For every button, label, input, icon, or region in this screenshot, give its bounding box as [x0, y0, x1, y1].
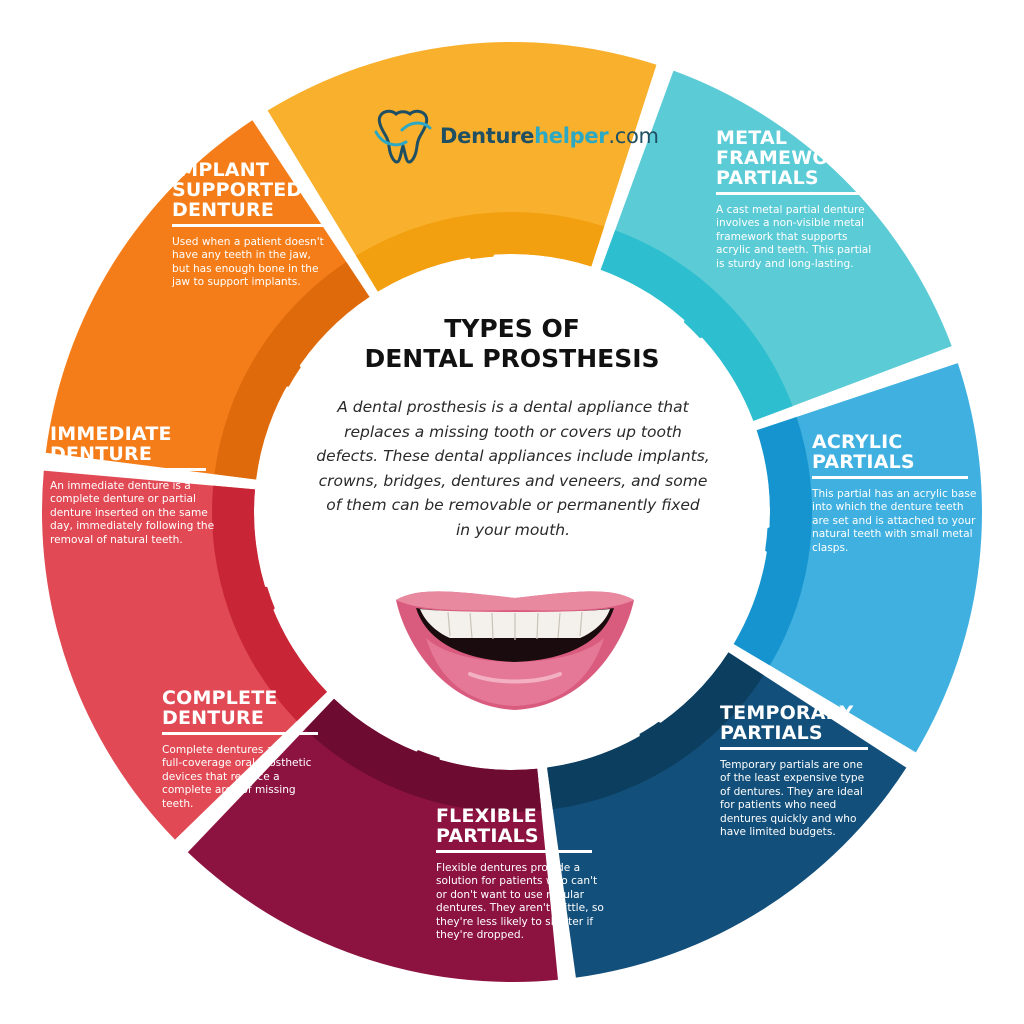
- segment-acrylic: ACRYLIC PARTIALS This partial has an acr…: [812, 432, 982, 555]
- logo-text-part1: Denture: [440, 124, 535, 148]
- segment-divider: [50, 468, 206, 471]
- segment-title: METAL FRAMEWORK PARTIALS: [716, 127, 859, 189]
- segment-description: A cast metal partial denture involves a …: [716, 204, 872, 270]
- page-title: TYPES OF DENTAL PROSTHESIS: [364, 314, 660, 373]
- segment-title: FLEXIBLE PARTIALS: [436, 805, 539, 847]
- segment-description: This partial has an acrylic base into wh…: [812, 488, 977, 554]
- logo-text-part2: helper: [534, 124, 609, 148]
- segment-title: ACRYLIC PARTIALS: [812, 431, 915, 473]
- segment-flexible: FLEXIBLE PARTIALS Flexible dentures prov…: [436, 806, 616, 942]
- wheel-band-acrylic: [733, 416, 813, 666]
- segment-divider: [720, 747, 868, 750]
- segment-description: Flexible dentures provide a solution for…: [436, 862, 604, 942]
- segment-divider: [716, 192, 872, 195]
- intro-description: A dental prosthesis is a dental applianc…: [316, 398, 710, 539]
- segment-description: Temporary partials are one of the least …: [720, 759, 865, 839]
- tooth-logo-icon: [374, 109, 432, 164]
- smiling-mouth-icon: [396, 591, 634, 710]
- wheel-sector-metal-framework: [600, 70, 952, 421]
- logo-wordmark: Denturehelper.com: [440, 124, 659, 148]
- segment-implant: IMPLANT SUPPORTED DENTURE Used when a pa…: [172, 160, 342, 290]
- segment-divider: [812, 476, 968, 479]
- segment-title: IMPLANT SUPPORTED DENTURE: [172, 159, 303, 221]
- segment-title: TEMPORARY PARTIALS: [720, 702, 854, 744]
- wheel-band-implant: [356, 212, 605, 292]
- segment-description: An immediate denture is a complete dentu…: [50, 480, 215, 546]
- logo: Denturehelper.com: [372, 106, 659, 166]
- segment-description: Used when a patient doesn't have any tee…: [172, 236, 324, 289]
- logo-text-part3: .com: [608, 124, 659, 148]
- center-circle: [256, 256, 768, 768]
- segment-temporary: TEMPORARY PARTIALS Temporary partials ar…: [720, 703, 880, 839]
- segment-title: IMMEDIATE DENTURE: [50, 423, 172, 465]
- wheel-sector-immediate: [45, 120, 370, 480]
- segment-description: Complete dentures are full-coverage oral…: [162, 744, 312, 810]
- segment-complete: COMPLETE DENTURE Complete dentures are f…: [162, 688, 332, 811]
- segment-title: COMPLETE DENTURE: [162, 687, 278, 729]
- segment-divider: [436, 850, 592, 853]
- segment-divider: [172, 224, 328, 227]
- wheel-band-metal-framework: [600, 230, 793, 421]
- segment-immediate: IMMEDIATE DENTURE An immediate denture i…: [50, 424, 230, 547]
- wheel-sector-temporary: [547, 652, 907, 978]
- segment-metal-framework: METAL FRAMEWORK PARTIALS A cast metal pa…: [716, 128, 876, 271]
- segment-divider: [162, 732, 318, 735]
